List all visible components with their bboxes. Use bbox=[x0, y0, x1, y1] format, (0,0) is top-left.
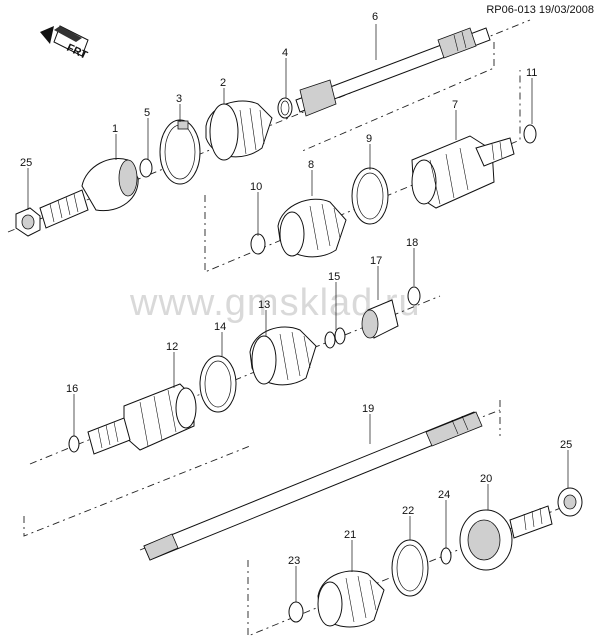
callout-3: 3 bbox=[176, 93, 182, 105]
callout-4: 4 bbox=[282, 47, 288, 59]
callout-5: 5 bbox=[144, 107, 150, 119]
part-24-ring bbox=[440, 547, 452, 565]
part-2-boot bbox=[205, 100, 273, 161]
callout-7: 7 bbox=[452, 99, 458, 111]
part-5-snap-ring bbox=[139, 158, 153, 178]
upper-inner-frame bbox=[204, 70, 521, 273]
callout-15: 15 bbox=[328, 271, 340, 283]
part-25-hub-nut-lower bbox=[557, 487, 583, 517]
part-13-boot bbox=[249, 326, 317, 386]
part-3-clamp bbox=[159, 119, 201, 185]
part-1-outer-joint bbox=[39, 158, 139, 229]
part-19-shaft bbox=[143, 411, 483, 561]
part-14-clamp bbox=[199, 355, 237, 413]
part-25-hub-nut-upper bbox=[15, 207, 41, 237]
callout-25-lower: 25 bbox=[560, 439, 572, 451]
callout-21: 21 bbox=[344, 529, 356, 541]
part-9-clamp bbox=[351, 167, 389, 225]
part-6-shaft bbox=[295, 27, 491, 117]
part-10-clamp bbox=[250, 233, 266, 255]
callout-10: 10 bbox=[250, 181, 262, 193]
callout-14: 14 bbox=[214, 321, 226, 333]
lower-shaft-frame bbox=[23, 400, 501, 537]
part-17-spider bbox=[361, 299, 399, 339]
callout-8: 8 bbox=[308, 159, 314, 171]
callout-22: 22 bbox=[402, 505, 414, 517]
part-7-tripod-housing bbox=[411, 135, 515, 209]
callout-23: 23 bbox=[288, 555, 300, 567]
callout-19: 19 bbox=[362, 403, 374, 415]
part-16-snap-ring bbox=[68, 435, 80, 453]
callout-17: 17 bbox=[370, 255, 382, 267]
part-8-inner-boot bbox=[277, 198, 347, 258]
callout-9: 9 bbox=[366, 133, 372, 145]
part-18-ring bbox=[407, 286, 421, 306]
part-22-clamp bbox=[391, 539, 429, 597]
callout-13: 13 bbox=[258, 299, 270, 311]
leader-lines bbox=[27, 24, 569, 602]
part-4-clamp bbox=[277, 97, 293, 119]
callout-25-upper: 25 bbox=[20, 157, 32, 169]
part-15-rings bbox=[324, 327, 346, 349]
callout-11: 11 bbox=[526, 67, 537, 79]
part-20-outer-joint bbox=[459, 505, 553, 571]
callout-12: 12 bbox=[166, 341, 178, 353]
callout-18: 18 bbox=[406, 237, 418, 249]
callout-6: 6 bbox=[372, 11, 378, 23]
diagram-reference-code: RP06-013 19/03/2008 bbox=[486, 4, 594, 16]
callout-16: 16 bbox=[66, 383, 78, 395]
callout-numbers: 6 4 2 3 5 1 25 11 7 9 8 10 18 17 15 13 1… bbox=[20, 11, 572, 567]
callout-2: 2 bbox=[220, 77, 226, 89]
callout-20: 20 bbox=[480, 473, 492, 485]
front-direction-icon: FRT bbox=[40, 25, 89, 62]
callout-24: 24 bbox=[438, 489, 450, 501]
part-21-boot bbox=[317, 570, 385, 628]
callout-1: 1 bbox=[112, 123, 118, 135]
part-11-snap-ring bbox=[523, 124, 537, 144]
part-12-housing bbox=[87, 383, 197, 455]
part-23-clamp bbox=[288, 601, 304, 623]
